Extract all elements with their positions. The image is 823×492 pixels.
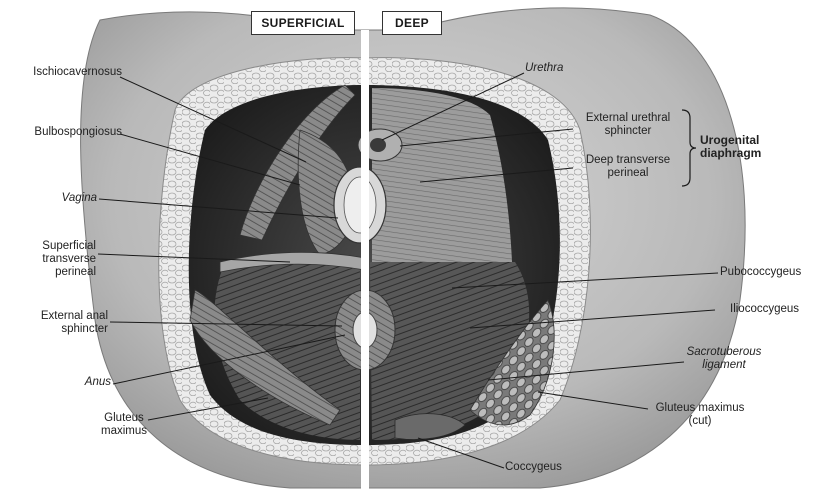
- deep-view-title: DEEP: [382, 11, 442, 35]
- label-coccygeus: Coccygeus: [505, 461, 562, 474]
- view-divider: [361, 30, 369, 492]
- label-external-urethral-sphincter: External urethral sphincter: [575, 112, 681, 138]
- label-urogenital-diaphragm: Urogenital diaphragm: [700, 134, 761, 160]
- label-iliococcygeus: Iliococcygeus: [730, 303, 799, 316]
- label-sacrotuberous-ligament: Sacrotuberous ligament: [684, 346, 764, 372]
- label-deep-transverse-perineal: Deep transverse perineal: [575, 154, 681, 180]
- label-bulbospongiosus: Bulbospongiosus: [34, 126, 122, 139]
- label-pubococcygeus: Pubococcygeus: [720, 266, 801, 279]
- label-superficial-transverse-perineal: Superficial transverse perineal: [42, 240, 96, 279]
- label-external-anal-sphincter: External anal sphincter: [41, 310, 108, 336]
- label-vagina: Vagina: [62, 192, 97, 205]
- superficial-view-title: SUPERFICIAL: [251, 11, 355, 35]
- label-anus: Anus: [85, 376, 111, 389]
- label-gluteus-maximus: Gluteus maximus: [98, 412, 150, 438]
- label-gluteus-maximus-cut: Gluteus maximus (cut): [650, 402, 750, 428]
- label-urethra: Urethra: [525, 62, 563, 75]
- label-ischiocavernosus: Ischiocavernosus: [33, 66, 122, 79]
